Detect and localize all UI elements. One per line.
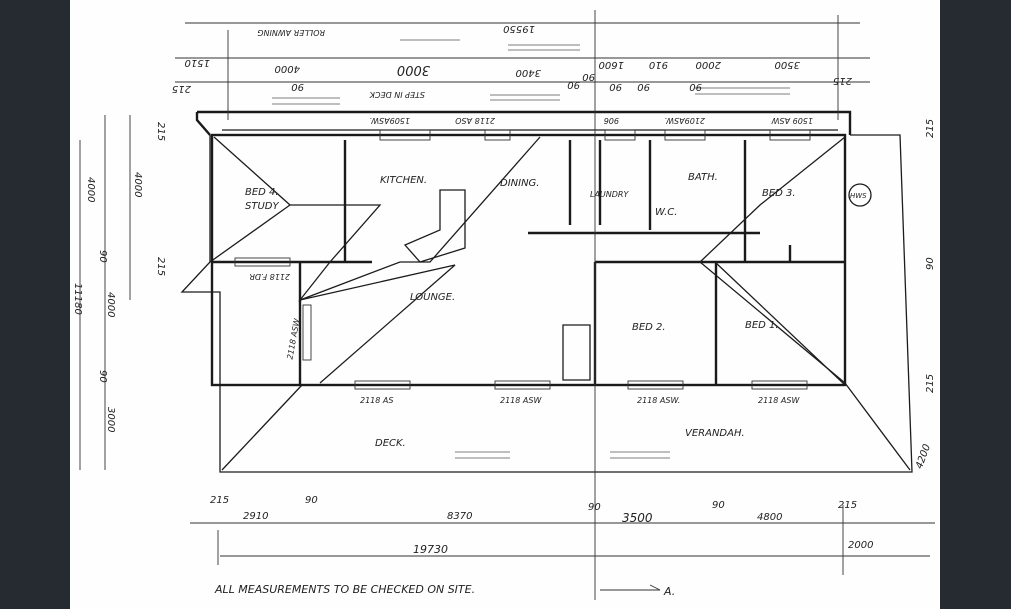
dim-text: 4000: [85, 177, 96, 202]
dim-text: 1600: [599, 59, 624, 70]
hatching: [272, 39, 790, 459]
dim-text: 8370: [447, 511, 472, 522]
room-label-study: STUDY: [245, 201, 279, 212]
dim-text: 90: [291, 81, 304, 92]
windows: [234, 129, 811, 390]
dim-text: 4000: [105, 292, 116, 317]
floor-plan-image: [70, 0, 940, 609]
dim-text: 4200: [914, 443, 933, 471]
room-labels: BED 4. STUDY KITCHEN. DINING. LAUNDRY W.…: [245, 172, 872, 449]
window-label: 1509 ASW: [771, 116, 813, 125]
dim-text: 215: [155, 257, 166, 276]
window-label: 1509ASW.: [369, 116, 410, 125]
dim-text: 4800: [757, 512, 782, 523]
site-check-note: ALL MEASUREMENTS TO BE CHECKED ON SITE.: [214, 583, 475, 596]
dim-text: 90: [925, 257, 936, 270]
dim-text: 90: [567, 79, 580, 90]
window-label: 2118 ASW: [500, 396, 542, 405]
window-label: 2118 ASO: [455, 116, 495, 125]
room-label-bed4: BED 4.: [245, 187, 279, 198]
hws-circle: [848, 183, 872, 207]
dim-text: 19730: [413, 543, 448, 556]
room-label-lounge: LOUNGE.: [410, 292, 455, 303]
dim-text: 2910: [243, 511, 268, 522]
room-label-bed2: BED 2.: [632, 322, 666, 333]
left-dimensions: 4000 90 4000 90 3000 215 4000 215 11180: [72, 122, 166, 432]
room-label-verandah: VERANDAH.: [685, 428, 745, 439]
dim-text: 3000: [105, 407, 116, 432]
dim-text: 3500: [622, 511, 653, 525]
dimension-lines: [79, 10, 935, 600]
roof-outline: [180, 110, 913, 473]
room-label-kitchen: KITCHEN.: [380, 175, 427, 186]
window-label: 2118 ASW.: [637, 396, 680, 405]
right-dimensions: 215 90 215 4200: [914, 119, 936, 471]
bottom-dimensions: 215 2910 90 8370 90 3500 90 4800 215 197…: [210, 495, 873, 556]
dim-text: 11180: [72, 283, 83, 315]
window-label: 906: [604, 116, 619, 125]
room-label-bath: BATH.: [688, 172, 718, 183]
room-label-deck: DECK.: [375, 438, 406, 449]
dim-text: 910: [649, 59, 668, 70]
dim-text: 3500: [775, 59, 800, 70]
window-label: 2118 AS: [360, 396, 393, 405]
room-label-bed1: BED 1.: [745, 320, 779, 331]
dim-text: 19550: [503, 23, 535, 34]
dim-text: 215: [925, 374, 936, 393]
window-label: 2118 ASW: [758, 396, 800, 405]
dim-text: 90: [97, 250, 108, 263]
dim-text: 215: [155, 122, 166, 141]
dim-text: 215: [833, 75, 852, 86]
dim-text: 3400: [516, 67, 541, 78]
room-label-wc: W.C.: [655, 207, 677, 218]
step-in-deck-label: STEP IN DECK: [369, 90, 425, 99]
room-label-bed3: BED 3.: [762, 188, 796, 199]
dim-text: 1510: [185, 57, 210, 68]
dim-text: 2000: [696, 59, 721, 70]
window-label: 2109ASW.: [664, 116, 705, 125]
dim-text: 90: [305, 495, 318, 506]
dim-text: 4000: [275, 63, 300, 74]
dim-text: 90: [712, 500, 725, 511]
room-label-hws: HWS: [850, 192, 867, 200]
room-label-laundry: LAUNDRY: [590, 190, 629, 199]
dim-text: 90: [97, 370, 108, 383]
window-labels: 1509ASW. 2118 ASO 906 2109ASW. 1509 ASW …: [249, 116, 813, 405]
roller-awning-label: ROLLER AWNING: [257, 28, 325, 37]
dim-text: 3000: [397, 62, 430, 77]
dim-text: 215: [210, 495, 229, 506]
room-label-dining: DINING.: [500, 178, 540, 189]
dim-text: 4000: [132, 172, 143, 197]
top-dimensions: 1510 4000 3000 3400 1600 910 2000 3500 1…: [172, 23, 852, 99]
dim-text: 90: [588, 502, 601, 513]
dim-text: 215: [838, 500, 857, 511]
dim-text: 90: [609, 81, 622, 92]
house-walls: [210, 133, 847, 387]
window-label: 2118 F.DR: [249, 272, 290, 281]
dim-text: 215: [925, 119, 936, 138]
roof-hip-lines: [209, 136, 911, 471]
dim-text: 215: [172, 83, 191, 94]
section-marker: A.: [663, 585, 675, 598]
dim-text: 2000: [848, 540, 873, 551]
dim-text: 90: [637, 81, 650, 92]
dim-text: 90: [689, 81, 702, 92]
dim-text: 90: [582, 71, 595, 82]
